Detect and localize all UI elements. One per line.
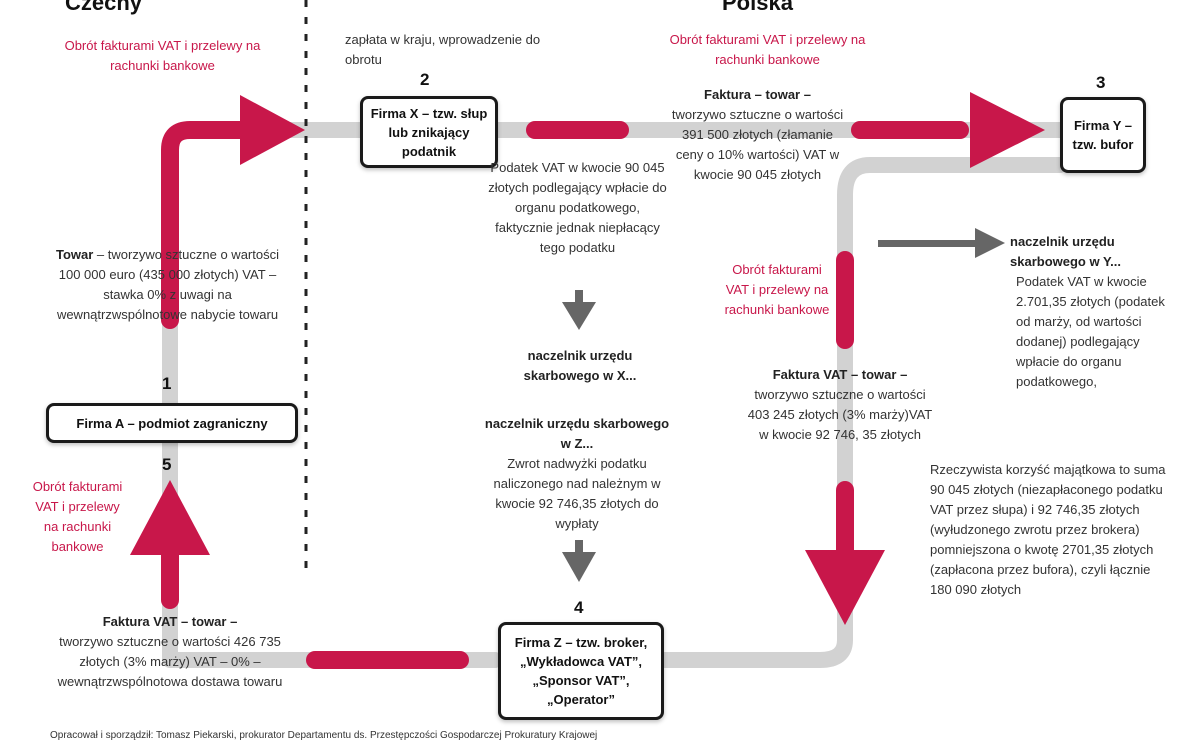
faktura-za-text: tworzywo sztuczne o wartości 426 735 zło… bbox=[57, 634, 283, 689]
arrow-right-to-naczelnik-y bbox=[975, 228, 1005, 258]
faktura-xy-text: tworzywo sztuczne o wartości 391 500 zło… bbox=[671, 107, 844, 182]
step-number-4: 4 bbox=[574, 598, 584, 617]
flow-label-left: Obrót fakturami VAT i przelewy na rachun… bbox=[32, 479, 123, 554]
path-right bbox=[657, 157, 1068, 668]
step-number-5: 5 bbox=[162, 455, 172, 474]
red-flow-segments bbox=[161, 121, 969, 669]
country-czechy: Czechy bbox=[65, 0, 143, 15]
arrow-down-to-naczelnik-x bbox=[562, 302, 596, 330]
gray-arrows bbox=[562, 228, 1005, 582]
firma-y-box: Firma Y – tzw. bufor bbox=[1060, 97, 1146, 173]
step-number-3: 3 bbox=[1096, 73, 1106, 92]
firma-z-label: Firma Z – tzw. broker, „Wykładowca VAT”,… bbox=[514, 635, 648, 707]
firma-y-label: Firma Y – tzw. bufor bbox=[1072, 118, 1134, 152]
naczelnik-x-note: naczelnik urzędu skarbowego w X... bbox=[523, 348, 637, 383]
firma-x-box: Firma X – tzw. słup lub znikający podatn… bbox=[360, 96, 498, 168]
arrow-head-to-firma-x bbox=[240, 95, 305, 165]
arrow-head-to-firma-a bbox=[130, 480, 210, 555]
naczelnik-z-text: Zwrot nadwyżki podatku naliczonego nad n… bbox=[493, 456, 661, 531]
naczelnik-z-note: naczelnik urzędu skarbowego w Z... Zwrot… bbox=[482, 414, 672, 534]
podatek-x-note: Podatek VAT w kwocie 90 045 złotych podl… bbox=[488, 160, 667, 255]
naczelnik-y-text: Podatek VAT w kwocie 2.701,35 złotych (p… bbox=[1016, 274, 1165, 389]
faktura-yz-note: Faktura VAT – towar – tworzywo sztuczne … bbox=[745, 365, 935, 445]
towar-note-bold: Towar bbox=[55, 247, 94, 262]
arrow-down-to-firma-z bbox=[562, 552, 596, 582]
faktura-za-bold: Faktura VAT – towar – bbox=[102, 614, 238, 629]
towar-note-text: – tworzywo sztuczne o wartości 100 000 e… bbox=[56, 247, 279, 322]
arrow-head-to-firma-z bbox=[805, 550, 885, 625]
faktura-xy-bold: Faktura – towar – bbox=[704, 87, 811, 102]
red-segment-a-to-x bbox=[161, 121, 259, 329]
naczelnik-y-bold: naczelnik urzędu skarbowego w Y... bbox=[1010, 234, 1122, 269]
naczelnik-z-bold: naczelnik urzędu skarbowego w Z... bbox=[484, 416, 670, 451]
flow-label-mid-right: Obrót fakturami VAT i przelewy na rachun… bbox=[724, 262, 830, 317]
faktura-yz-text: tworzywo sztuczne o wartości 403 245 zło… bbox=[747, 387, 933, 442]
firma-z-box: Firma Z – tzw. broker, „Wykładowca VAT”,… bbox=[498, 622, 664, 720]
firma-a-label: Firma A – podmiot zagraniczny bbox=[76, 415, 268, 431]
footer-credit: Opracował i sporządził: Tomasz Piekarski… bbox=[50, 730, 598, 741]
payment-domestic-label: zapłata w kraju, wprowadzenie do obrotu bbox=[345, 32, 541, 67]
country-polska: Polska bbox=[722, 0, 793, 15]
faktura-xy-note: Faktura – towar – tworzywo sztuczne o wa… bbox=[670, 85, 845, 185]
firma-a-box: Firma A – podmiot zagraniczny bbox=[46, 403, 298, 443]
faktura-yz-bold: Faktura VAT – towar – bbox=[772, 367, 908, 382]
firma-x-label: Firma X – tzw. słup lub znikający podatn… bbox=[370, 105, 488, 159]
korzysc-note: Rzeczywista korzyść majątkowa to suma 90… bbox=[930, 462, 1166, 597]
step-number-2: 2 bbox=[420, 70, 430, 89]
flow-label-top-left: Obrót fakturami VAT i przelewy na rachun… bbox=[64, 38, 261, 73]
faktura-za-note: Faktura VAT – towar – tworzywo sztuczne … bbox=[45, 612, 295, 692]
naczelnik-y-note: naczelnik urzędu skarbowego w Y... Podat… bbox=[1010, 232, 1180, 392]
towar-note: Towar – tworzywo sztuczne o wartości 100… bbox=[55, 245, 280, 325]
arrow-head-to-firma-y bbox=[970, 92, 1045, 168]
step-number-1: 1 bbox=[162, 374, 172, 393]
flow-label-top-right: Obrót fakturami VAT i przelewy na rachun… bbox=[669, 32, 866, 67]
